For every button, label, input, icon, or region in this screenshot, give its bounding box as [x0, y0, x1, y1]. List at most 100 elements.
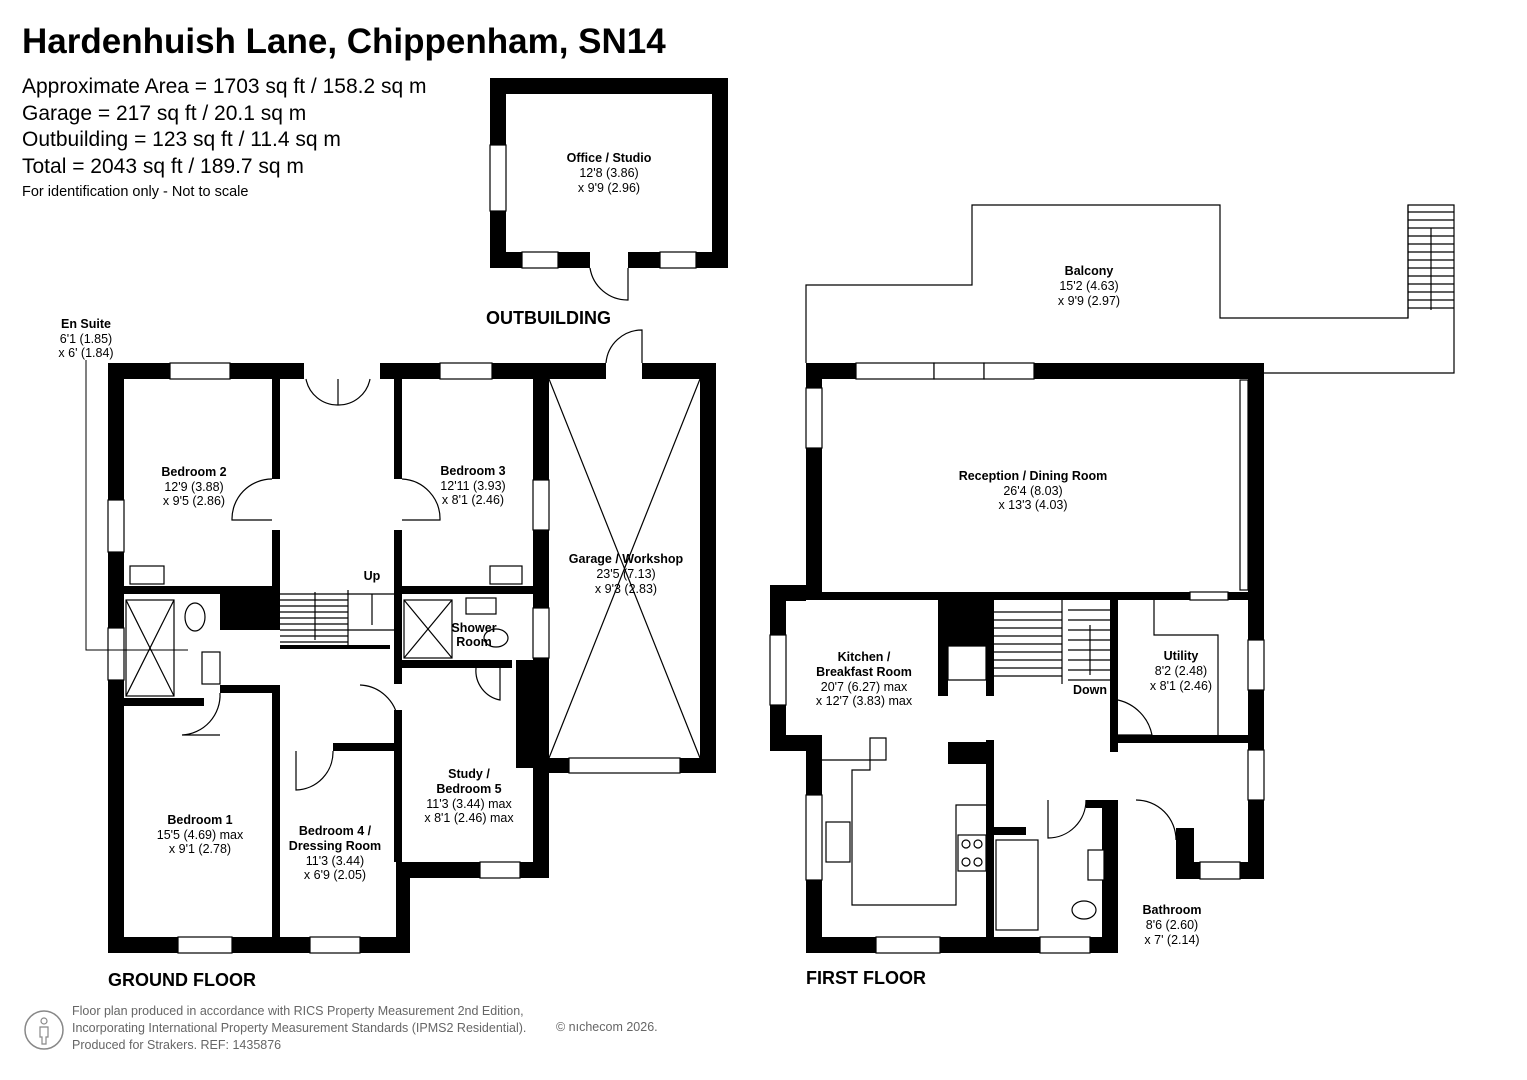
toilet: [184, 602, 206, 632]
wall: [1034, 363, 1264, 379]
garage-area: Garage = 217 sq ft / 20.1 sq m: [22, 101, 307, 125]
window: [521, 251, 559, 269]
kitchen-counter: [822, 737, 986, 906]
svg-text:Bedroom 5: Bedroom 5: [436, 782, 501, 796]
window: [1239, 379, 1249, 591]
svg-text:11'3 (3.44): 11'3 (3.44): [306, 854, 364, 868]
window: [1247, 639, 1265, 691]
door-swing: [359, 684, 399, 721]
wall: [986, 827, 1026, 835]
door-swing: [605, 329, 643, 364]
svg-text:Bedroom 2: Bedroom 2: [161, 465, 226, 479]
room-label-office: Office / Studio 12'8 (3.86) x 9'9 (2.96): [567, 151, 652, 195]
svg-text:12'9 (3.88): 12'9 (3.88): [164, 480, 223, 494]
window: [309, 936, 361, 954]
svg-text:Office / Studio: Office / Studio: [567, 151, 652, 165]
total-area: Total = 2043 sq ft / 189.7 sq m: [22, 154, 304, 178]
svg-text:x 9'9 (2.96): x 9'9 (2.96): [578, 181, 640, 195]
wall: [948, 742, 988, 764]
svg-text:Bedroom 3: Bedroom 3: [440, 464, 505, 478]
svg-text:Bedroom 4 /: Bedroom 4 /: [299, 824, 372, 838]
wall: [700, 363, 716, 773]
first-floor-label: FIRST FLOOR: [806, 968, 926, 988]
window: [107, 499, 125, 553]
svg-text:x 12'7 (3.83) max: x 12'7 (3.83) max: [816, 694, 913, 708]
svg-text:8'6 (2.60): 8'6 (2.60): [1146, 918, 1198, 932]
svg-text:26'4 (8.03): 26'4 (8.03): [1003, 484, 1062, 498]
svg-text:x 13'3 (4.03): x 13'3 (4.03): [998, 498, 1067, 512]
wall: [394, 594, 402, 684]
svg-text:x 8'1 (2.46) max: x 8'1 (2.46) max: [424, 811, 514, 825]
window: [532, 479, 550, 531]
wall: [549, 758, 569, 773]
approximate-area: Approximate Area = 1703 sq ft / 158.2 sq…: [22, 75, 427, 98]
window: [1039, 936, 1091, 954]
wall: [220, 685, 280, 693]
basin: [1087, 849, 1105, 881]
door-swing: [1110, 699, 1153, 736]
wall: [396, 862, 410, 953]
wall: [220, 594, 280, 630]
wall: [124, 586, 280, 594]
outbuilding-label: OUTBUILDING: [486, 308, 611, 328]
copyright-notice: © nıchecom 2026.: [556, 1020, 658, 1034]
wall: [1102, 800, 1118, 953]
svg-text:x 8'1 (2.46): x 8'1 (2.46): [1150, 679, 1212, 693]
room-label-bathroom: Bathroom 8'6 (2.60) x 7' (2.14): [1142, 903, 1201, 947]
basin: [489, 565, 523, 585]
first-stairs: [994, 600, 1110, 684]
wall: [108, 937, 410, 953]
door-swing: [181, 692, 221, 736]
window: [177, 936, 233, 954]
ground-floor-label: GROUND FLOOR: [108, 970, 256, 990]
wall: [380, 363, 606, 379]
svg-text:x 9'5 (2.86): x 9'5 (2.86): [163, 494, 225, 508]
toilet: [1071, 900, 1097, 920]
sink: [825, 821, 851, 863]
svg-text:Garage / Workshop: Garage / Workshop: [569, 552, 684, 566]
wall: [986, 740, 994, 953]
wall: [394, 710, 402, 862]
wall: [1110, 592, 1118, 752]
wall: [712, 78, 728, 268]
kitchen-unit: [947, 645, 987, 681]
ensuite-leader: [85, 360, 188, 651]
svg-text:x 9'9 (2.97): x 9'9 (2.97): [1058, 294, 1120, 308]
wall: [786, 592, 956, 600]
svg-text:x 6' (1.84): x 6' (1.84): [58, 346, 113, 360]
svg-text:11'3 (3.44) max: 11'3 (3.44) max: [426, 797, 512, 811]
window: [439, 362, 493, 380]
wall: [394, 530, 402, 590]
svg-text:12'8 (3.86): 12'8 (3.86): [579, 166, 638, 180]
wall: [938, 646, 948, 696]
window: [1199, 861, 1241, 880]
wall: [394, 586, 533, 594]
disclaimer-note: For identification only - Not to scale: [22, 184, 249, 200]
window: [169, 362, 231, 380]
svg-text:x 9'3 (2.83): x 9'3 (2.83): [595, 582, 657, 596]
svg-text:15'5 (4.69) max: 15'5 (4.69) max: [157, 828, 244, 842]
footer-line: Produced for Strakers. REF: 1435876: [72, 1038, 282, 1052]
svg-text:Study /: Study /: [448, 767, 490, 781]
svg-text:20'7 (6.27) max: 20'7 (6.27) max: [821, 680, 908, 694]
door-swing: [231, 478, 273, 521]
room-label-study: Study / Bedroom 5 11'3 (3.44) max x 8'1 …: [424, 767, 514, 825]
wall: [986, 646, 994, 696]
svg-text:Kitchen /: Kitchen /: [838, 650, 891, 664]
stairs-up-label: Up: [364, 569, 381, 583]
svg-text:Dressing Room: Dressing Room: [289, 839, 381, 853]
wall: [280, 645, 390, 649]
wall: [516, 660, 533, 768]
room-label-shower-room: Shower Room: [451, 621, 496, 649]
room-label-bedroom-3: Bedroom 3 12'11 (3.93) x 8'1 (2.46): [440, 464, 505, 507]
basin: [201, 651, 221, 685]
svg-text:x 6'9 (2.05): x 6'9 (2.05): [304, 868, 366, 882]
area-summary: Approximate Area = 1703 sq ft / 158.2 sq…: [22, 74, 427, 180]
door-swing: [305, 378, 371, 406]
wall: [396, 862, 548, 878]
window: [532, 607, 550, 659]
svg-text:Room: Room: [456, 635, 491, 649]
toilet: [483, 628, 509, 648]
svg-text:15'2 (4.63): 15'2 (4.63): [1059, 279, 1118, 293]
outbuilding-area: Outbuilding = 123 sq ft / 11.4 sq m: [22, 128, 341, 151]
